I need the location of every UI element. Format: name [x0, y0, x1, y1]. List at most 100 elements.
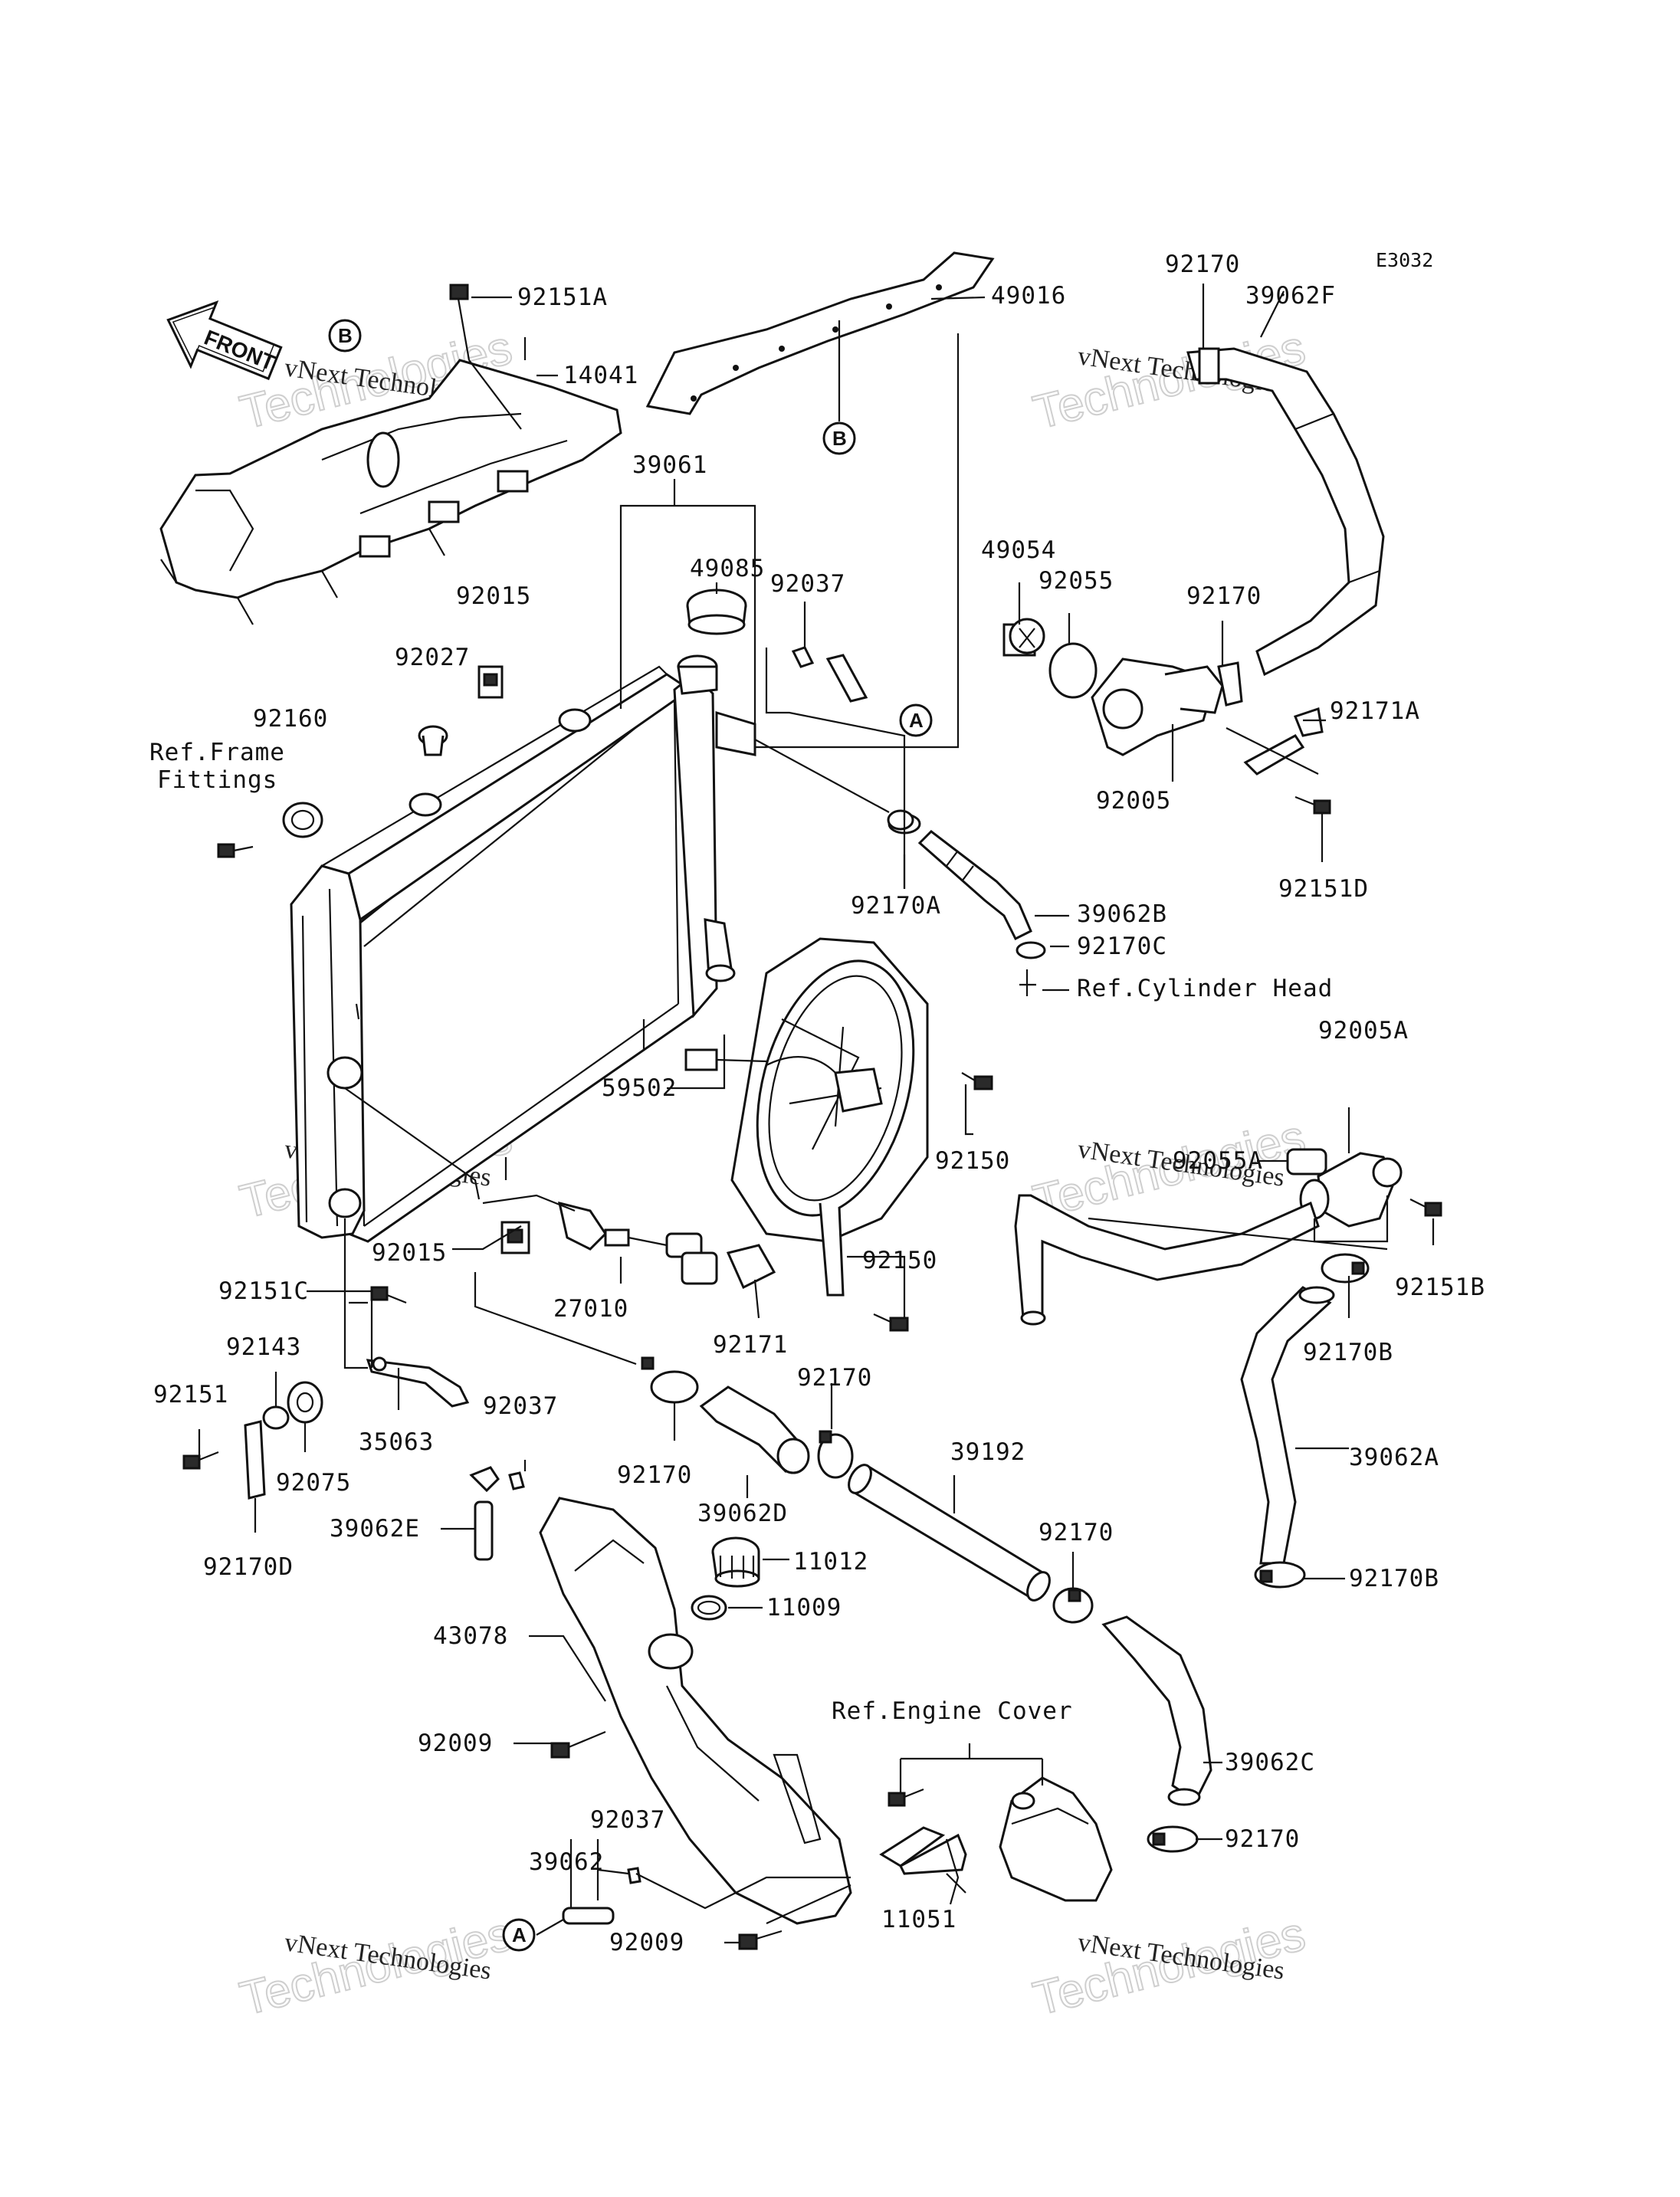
part-label-92170-c: 92170 — [617, 1461, 692, 1489]
part-label-92170-f: 92170 — [1225, 1825, 1300, 1853]
part-label-92075: 92075 — [276, 1469, 351, 1497]
part-label-92170-mid: 92170 — [1186, 582, 1262, 610]
hose-39062A — [1240, 1286, 1335, 1565]
part-label-39062: 39062 — [529, 1848, 604, 1876]
part-label-92015-top: 92015 — [456, 582, 531, 610]
bolt-92151A-icon — [449, 284, 471, 361]
clamp-92170B-upper — [1321, 1253, 1370, 1284]
part-label-92009-b: 92009 — [609, 1929, 684, 1956]
radiator-39061 — [290, 654, 756, 1243]
bolt-92151D-icon — [1294, 795, 1331, 815]
clamp-92170B-lower — [1254, 1561, 1306, 1589]
part-label-92170B-b: 92170B — [1349, 1565, 1439, 1592]
clip-92037-bot-icon — [627, 1867, 641, 1884]
diagram-code: E3032 — [1376, 249, 1433, 271]
part-label-92055A: 92055A — [1173, 1147, 1263, 1175]
ref-frame-line2: Fittings — [157, 766, 277, 794]
part-label-92170D: 92170D — [203, 1553, 294, 1581]
reservoir-tank-43078 — [539, 1497, 852, 1925]
part-label-39192: 39192 — [950, 1438, 1025, 1466]
plate-49016 — [645, 251, 995, 415]
bracket-35063-icon — [366, 1356, 470, 1408]
clamp-92170-a — [641, 1356, 699, 1404]
bolt-92151B-icon — [1409, 1199, 1442, 1217]
circle-ref-a-bottom: A — [502, 1918, 536, 1952]
fan-59502 — [684, 937, 929, 1297]
hose-39062E-icon — [469, 1466, 500, 1561]
circle-ref-b-top: B — [328, 319, 362, 353]
clamp-92170-b — [817, 1430, 854, 1479]
part-label-39062C: 39062C — [1225, 1749, 1315, 1776]
clamp-92170-c — [1052, 1587, 1094, 1624]
part-label-92015-bot: 92015 — [372, 1239, 447, 1267]
part-label-49016: 49016 — [991, 282, 1066, 310]
part-label-92151D: 92151D — [1278, 875, 1369, 903]
part-label-92009-a: 92009 — [418, 1730, 493, 1757]
bolt-92150-a-icon — [961, 1072, 993, 1090]
bracket-11051 — [879, 1826, 967, 1875]
washer-92143-icon — [262, 1405, 290, 1430]
thermostat-housing-92005 — [1091, 657, 1224, 756]
watermark-mid-right: Technologies vNext Technologies — [1028, 1110, 1311, 1230]
clamp-92170-housing — [1217, 661, 1243, 707]
leader-lines — [198, 284, 1435, 1944]
part-label-92037-mid: 92037 — [483, 1392, 558, 1420]
part-label-11009: 11009 — [766, 1594, 842, 1622]
part-label-39062F: 39062F — [1245, 282, 1336, 310]
part-label-49085: 49085 — [690, 555, 765, 582]
part-label-92170C: 92170C — [1077, 933, 1167, 960]
part-label-39062A: 39062A — [1349, 1444, 1439, 1471]
bracket-92171A — [1243, 707, 1324, 776]
part-label-35063: 35063 — [359, 1428, 434, 1456]
part-label-92151A: 92151A — [517, 284, 608, 311]
bolt-92160-icon — [282, 802, 323, 838]
part-label-14041: 14041 — [563, 362, 638, 389]
part-label-92170-top: 92170 — [1165, 251, 1240, 278]
part-label-92055: 92055 — [1039, 567, 1114, 595]
bracket-92171-icon — [726, 1244, 776, 1290]
ref-engine-cover: Ref.Engine Cover — [832, 1697, 1073, 1725]
seal-11009 — [691, 1595, 727, 1621]
ref-cylinder-head: Ref.Cylinder Head — [1077, 975, 1333, 1002]
part-label-92170A: 92170A — [851, 892, 941, 920]
part-label-39061: 39061 — [632, 451, 707, 479]
part-label-92151: 92151 — [153, 1381, 228, 1408]
hose-39062F — [1186, 347, 1385, 677]
part-label-92037-top: 92037 — [770, 570, 845, 598]
hose-upper-right — [1014, 1194, 1320, 1326]
circle-ref-label: A — [512, 1923, 527, 1946]
part-label-92170-d: 92170 — [797, 1364, 872, 1392]
bolt-92150-b-icon — [873, 1313, 909, 1332]
grommet-92075-icon — [287, 1381, 323, 1424]
part-label-92151B: 92151B — [1395, 1274, 1485, 1301]
part-label-39062D: 39062D — [697, 1500, 788, 1527]
bolt-92009-a-icon — [550, 1730, 606, 1759]
hose-39062-icon — [562, 1907, 615, 1925]
hose-39062D — [699, 1385, 810, 1474]
part-label-92171: 92171 — [713, 1331, 788, 1359]
part-label-49054: 49054 — [981, 536, 1056, 564]
switch-27010-icon — [558, 1201, 718, 1285]
bolt-92151C-icon — [370, 1286, 407, 1304]
part-label-11012: 11012 — [793, 1548, 868, 1576]
part-label-92170-e: 92170 — [1039, 1519, 1114, 1546]
clip-92037-top-icon — [791, 646, 868, 703]
thermostat-49054 — [1002, 618, 1045, 657]
engine-cover — [999, 1776, 1113, 1902]
part-labels: 92151A 49016 14041 39061 49085 92037 920… — [149, 251, 1485, 1956]
circle-ref-label: B — [338, 324, 353, 347]
pipe-39192 — [848, 1464, 1051, 1602]
radiator-cap-49085 — [686, 589, 747, 635]
part-label-27010: 27010 — [553, 1295, 628, 1323]
part-label-92150-a: 92150 — [935, 1147, 1010, 1175]
bolt-engine-cover-icon — [888, 1788, 924, 1807]
circle-ref-label: B — [832, 427, 847, 450]
part-label-11051: 11051 — [881, 1906, 956, 1933]
o-ring-92055 — [1048, 642, 1098, 699]
circle-ref-a-top: A — [899, 703, 933, 737]
band-92170D-icon — [244, 1420, 266, 1500]
cap-11012 — [711, 1536, 760, 1588]
circle-ref-label: A — [909, 709, 924, 732]
part-label-92151C: 92151C — [218, 1277, 309, 1305]
